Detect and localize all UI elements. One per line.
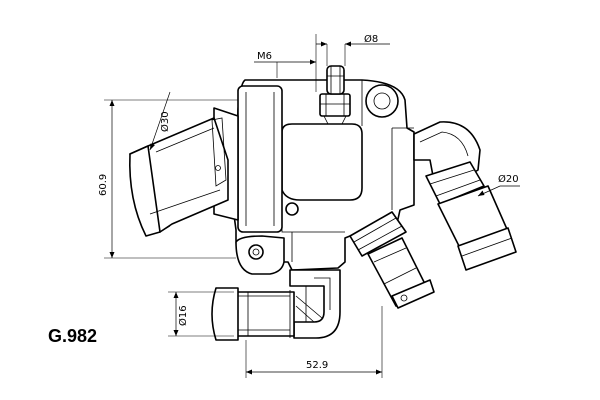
inlet-pipe	[129, 107, 239, 237]
outlet-pipe	[413, 121, 517, 271]
top-pin	[319, 65, 351, 125]
height-dimension-label: 60.9	[98, 174, 109, 196]
temperature-sensor	[349, 211, 435, 309]
dimension-lines	[104, 34, 520, 378]
thread-dimension-label: M6	[257, 51, 272, 62]
outlet-diameter-label: Ø20	[498, 173, 519, 185]
width-dimension-label: 52.9	[306, 360, 328, 371]
inlet-flange	[227, 85, 283, 233]
small-pipe-diameter-label: Ø16	[177, 305, 189, 326]
part-code-label: G.982	[48, 326, 98, 346]
pin-diameter-label: Ø8	[364, 33, 378, 45]
bottom-elbow-pipe	[211, 269, 341, 341]
inlet-diameter-label: Ø30	[159, 111, 171, 132]
